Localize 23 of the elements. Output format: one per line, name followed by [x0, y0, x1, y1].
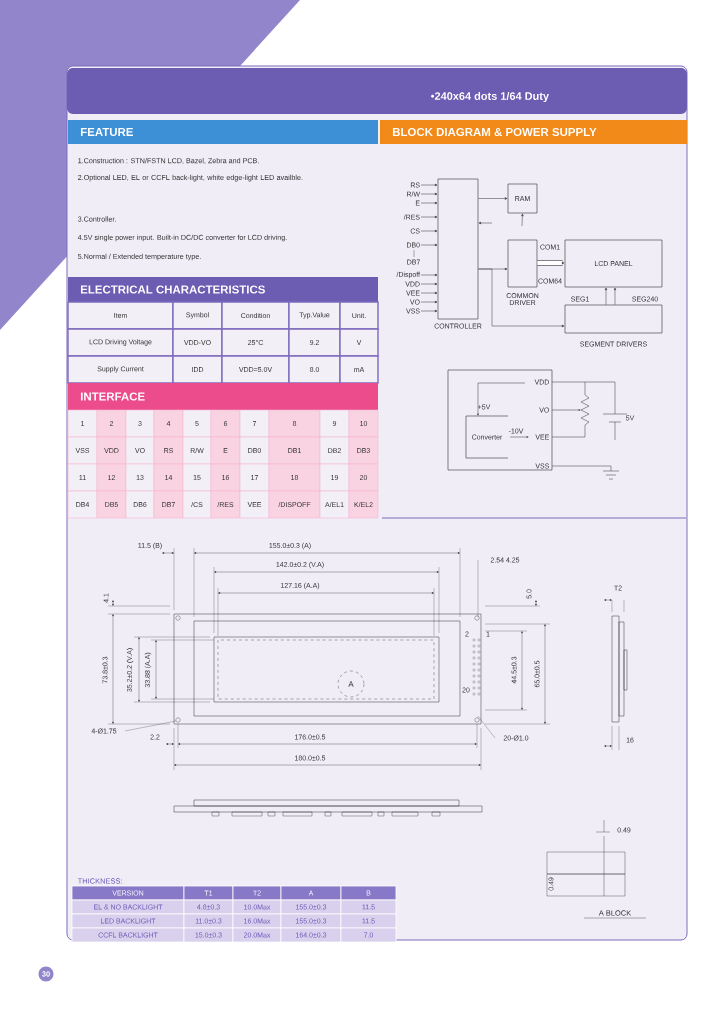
arrow — [420, 183, 438, 187]
arrow — [420, 282, 438, 286]
subtitle: •240x64 dots 1/64 Duty — [431, 91, 549, 103]
arrow — [420, 229, 438, 233]
arrow — [420, 243, 438, 247]
section-header: FEATURE — [68, 120, 378, 144]
arrow — [521, 213, 524, 227]
arrow — [420, 291, 438, 295]
arrow — [478, 197, 508, 200]
section-header: ELECTRICAL CHARACTERISTICS — [68, 277, 378, 302]
arrow — [420, 215, 438, 219]
arrow — [420, 309, 438, 313]
arrow — [478, 221, 493, 225]
arrow — [478, 268, 565, 328]
section-header: BLOCK DIAGRAM & POWER SUPPLY — [380, 120, 687, 144]
arrow — [537, 260, 565, 266]
arrow — [420, 273, 438, 277]
arrow — [420, 192, 438, 196]
arrow — [604, 287, 617, 305]
section-header: INTERFACE — [68, 383, 378, 410]
arrow — [420, 300, 438, 304]
arrow — [420, 201, 438, 205]
module-outline — [447, 369, 553, 471]
